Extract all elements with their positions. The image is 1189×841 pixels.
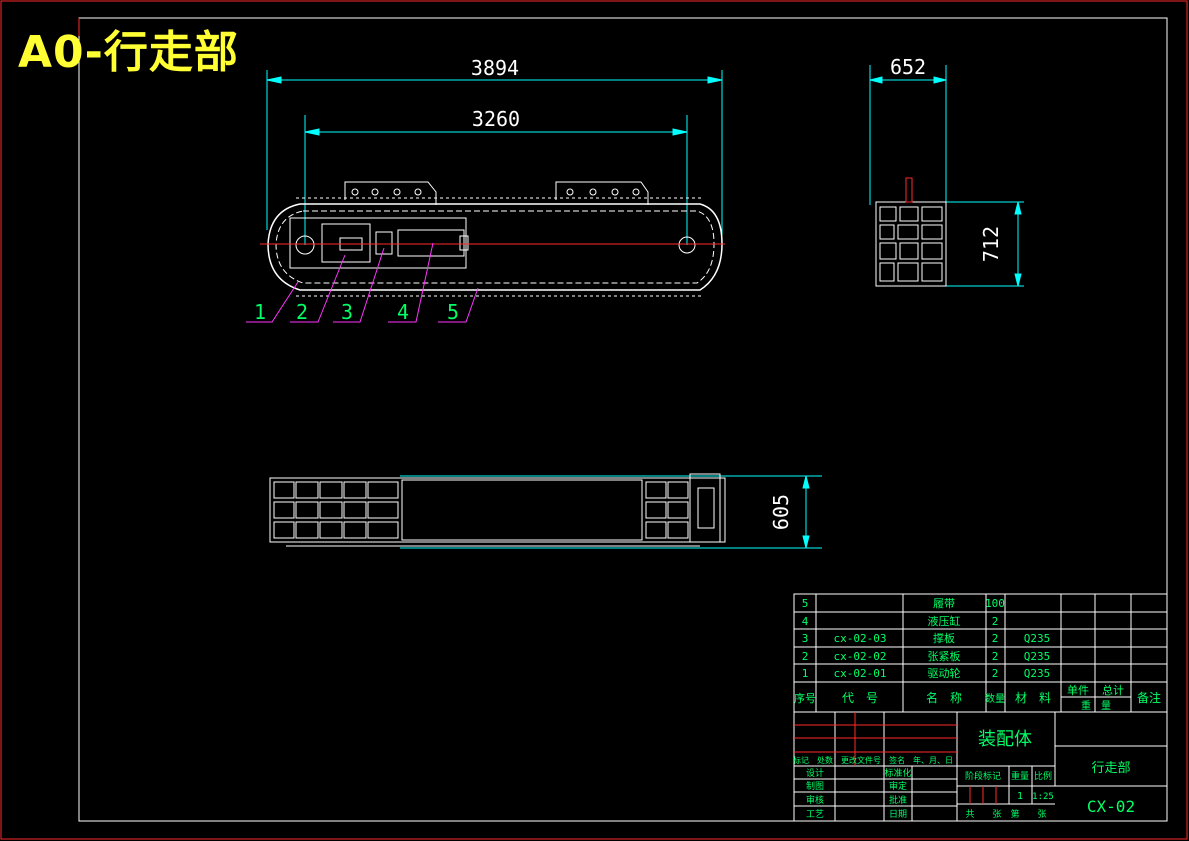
bom-row-no: 2 bbox=[802, 650, 809, 663]
bom-row-name: 张紧板 bbox=[928, 649, 961, 663]
callout-3: 3 bbox=[341, 300, 353, 324]
drawing-number: CX-02 bbox=[1087, 797, 1135, 816]
bom-row-name: 液压缸 bbox=[928, 614, 961, 628]
title-block-text: 装配体 行走部 CX-02 标记 处数 更改文件号 签名 年、月、日 设计 制图… bbox=[793, 729, 1135, 820]
bom-header-material: 材 料 bbox=[1015, 691, 1051, 705]
callouts bbox=[246, 242, 479, 323]
title-block-red-grid bbox=[794, 712, 997, 804]
dim-3894-label: 3894 bbox=[471, 56, 519, 80]
bom-row-code: cx-02-03 bbox=[834, 632, 887, 645]
bom-row-qty: 2 bbox=[992, 632, 999, 645]
bom-row-no: 4 bbox=[802, 615, 809, 628]
bom-row-qty: 2 bbox=[992, 650, 999, 663]
bom-row-no: 3 bbox=[802, 632, 809, 645]
bom-row-qty: 2 bbox=[992, 667, 999, 680]
role-drawing: 制图 bbox=[806, 780, 824, 792]
bom-row-no: 5 bbox=[802, 597, 809, 610]
drive-wheel bbox=[295, 235, 315, 255]
bom-header-no: 序号 bbox=[794, 691, 816, 705]
track-frame bbox=[260, 217, 725, 269]
dim-712-label: 712 bbox=[979, 226, 1003, 262]
dim-side-width: 652 bbox=[869, 55, 947, 205]
bom-row-code: cx-02-01 bbox=[834, 667, 887, 680]
idler-wheel bbox=[678, 236, 696, 254]
bom-row-qty: 2 bbox=[992, 615, 999, 628]
dim-plan-width: 605 bbox=[400, 475, 822, 549]
part-name: 行走部 bbox=[1091, 761, 1130, 776]
stage-label: 阶段标记 bbox=[965, 770, 1001, 782]
role2-ratify: 批准 bbox=[889, 794, 907, 806]
bom-header-weight: 重 量 bbox=[1081, 699, 1111, 712]
title-block bbox=[793, 711, 1168, 822]
dim-side-height: 712 bbox=[946, 201, 1024, 287]
bom-row-name: 撑板 bbox=[933, 631, 955, 645]
bom-header-code: 代 号 bbox=[842, 691, 878, 705]
callout-4: 4 bbox=[397, 300, 409, 324]
plan-view: 605 bbox=[269, 473, 822, 549]
role-design: 设计 bbox=[806, 767, 824, 779]
bom-row-qty: 100 bbox=[985, 597, 1005, 610]
bom-row-name: 驱动轮 bbox=[928, 666, 961, 680]
bom-header-remark: 备注 bbox=[1137, 690, 1161, 705]
callout-1: 1 bbox=[254, 300, 266, 324]
mounting-plates bbox=[344, 181, 649, 205]
role-review: 审核 bbox=[806, 794, 824, 806]
callout-5: 5 bbox=[447, 300, 459, 324]
callout-labels: 1 2 3 4 5 bbox=[254, 300, 459, 324]
role2-approve: 审定 bbox=[889, 780, 907, 792]
track-chain bbox=[267, 197, 723, 297]
scale-label: 比例 bbox=[1034, 770, 1052, 782]
dim-overall-length: 3894 bbox=[266, 56, 723, 235]
role2-standard: 标准化 bbox=[884, 767, 911, 779]
change-row: 标记 处数 更改文件号 签名 年、月、日 bbox=[793, 755, 953, 765]
side-view: 652 712 bbox=[869, 55, 1024, 287]
callout-2: 2 bbox=[296, 300, 308, 324]
dim-652-label: 652 bbox=[890, 55, 926, 79]
scale-value: 1:25 bbox=[1032, 792, 1054, 802]
role2-date: 日期 bbox=[889, 809, 907, 820]
role-process: 工艺 bbox=[806, 809, 824, 820]
inner-frame bbox=[78, 17, 1168, 822]
weight-label: 重量 bbox=[1011, 770, 1029, 782]
bom-header-total: 总计 bbox=[1102, 683, 1124, 697]
dim-3260-label: 3260 bbox=[472, 107, 520, 131]
assembly-label: 装配体 bbox=[978, 729, 1032, 750]
bom-header-unit: 单件 bbox=[1067, 684, 1089, 697]
front-view: 3894 3260 bbox=[246, 56, 725, 324]
bom-rows: 5 履带 100 4 液压缸 2 3 cx-02-03 撑板 2 Q235 2 … bbox=[794, 597, 1161, 712]
plan-track bbox=[269, 473, 726, 547]
dim-wheel-spacing: 3260 bbox=[304, 107, 688, 245]
bom-header-name: 名 称 bbox=[926, 690, 962, 705]
bom-header-qty: 数量 bbox=[985, 692, 1005, 705]
bom-row-code: cx-02-02 bbox=[834, 650, 887, 663]
dim-605-label: 605 bbox=[769, 494, 793, 530]
sheets-text: 共 张 第 张 bbox=[965, 808, 1046, 820]
bom-row-name: 履带 bbox=[933, 597, 955, 610]
bom-row-material: Q235 bbox=[1024, 632, 1051, 645]
bom-row-material: Q235 bbox=[1024, 667, 1051, 680]
bom-row-material: Q235 bbox=[1024, 650, 1051, 663]
qty-value: 1 bbox=[1017, 791, 1023, 802]
bom-row-no: 1 bbox=[802, 667, 809, 680]
sheet-title: A0-行走部 bbox=[18, 27, 239, 78]
side-track-blocks bbox=[875, 177, 947, 287]
